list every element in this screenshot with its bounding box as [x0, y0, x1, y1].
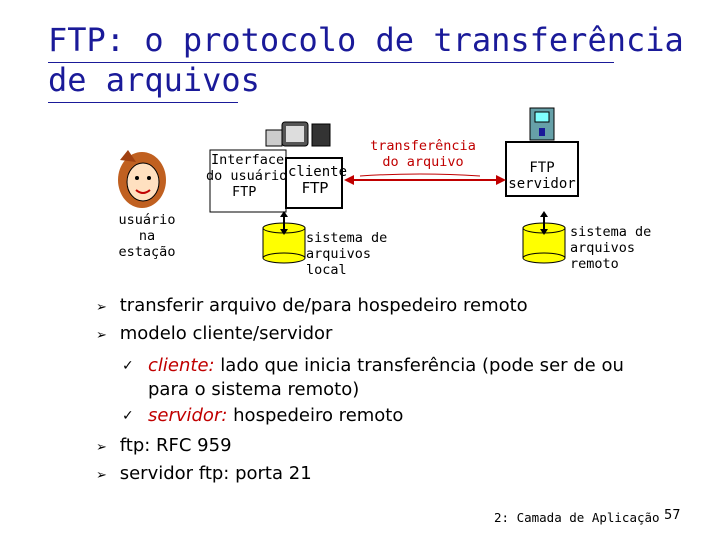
- arrowhead-bullet-icon: ➢: [96, 300, 107, 315]
- footer-page-number: 57: [664, 508, 681, 523]
- arrowhead-bullet-icon: ➢: [96, 468, 107, 483]
- remote-fs-label-line: remoto: [570, 256, 619, 272]
- title-line-1: FTP: o protocolo de transferência: [48, 21, 684, 59]
- transfer-label: transferência do arquivo: [366, 138, 480, 170]
- footer-chapter: 2: Camada de Aplicação: [494, 510, 660, 525]
- bullet-text: modelo cliente/servidor: [119, 323, 333, 344]
- transfer-arrow-icon: [344, 173, 506, 185]
- server-label-line: servidor: [508, 176, 576, 192]
- client-label: cliente FTP: [288, 164, 348, 197]
- remote-disk-icon: [522, 211, 566, 264]
- local-fs-label-line: arquivos: [306, 246, 372, 262]
- bullet-text: transferir arquivo de/para hospedeiro re…: [119, 295, 528, 316]
- check-mark-icon: ✓: [122, 408, 134, 424]
- interface-label-line: FTP: [232, 184, 257, 200]
- remote-fs-label-line: sistema de: [570, 224, 652, 240]
- arrowhead-bullet-icon: ➢: [96, 328, 107, 343]
- remote-fs-label: sistema de arquivos remoto: [570, 224, 670, 272]
- sub-bullet-continuation: para o sistema remoto): [148, 379, 360, 400]
- bullet-item: ➢ modelo cliente/servidor: [96, 322, 332, 348]
- arrowhead-bullet-icon: ➢: [96, 440, 107, 455]
- bullet-item: ➢ transferir arquivo de/para hospedeiro …: [96, 294, 528, 320]
- user-label: usuário na estação: [114, 212, 180, 260]
- sub-bullet-text: hospedeiro remoto: [227, 405, 404, 426]
- interface-label-line: Interface: [211, 152, 285, 168]
- interface-box: [209, 149, 287, 213]
- client-box: [285, 157, 343, 209]
- user-label-line: na: [138, 228, 156, 244]
- client-label-line: FTP: [301, 179, 329, 197]
- server-computer-icon: [529, 107, 555, 141]
- local-fs-label-line: sistema de: [306, 230, 388, 246]
- check-mark-icon: ✓: [122, 358, 134, 374]
- local-fs-label: sistema de arquivos local: [306, 230, 396, 278]
- slide-title: FTP: o protocolo de transferência de arq…: [48, 20, 688, 100]
- sub-bullet-item: ✓ cliente: lado que inicia transferência…: [122, 354, 688, 402]
- bullet-item: ➢ ftp: RFC 959: [96, 434, 232, 460]
- title-underline: [48, 62, 614, 63]
- remote-fs-label-line: arquivos: [570, 240, 636, 256]
- transfer-label-line: do arquivo: [382, 154, 464, 170]
- client-label-line: cliente: [288, 164, 348, 180]
- title-underline-2: [48, 102, 238, 103]
- bullet-item: ➢ servidor ftp: porta 21: [96, 462, 312, 488]
- title-line-2: de arquivos: [48, 61, 260, 99]
- server-label: FTP servidor: [506, 160, 578, 192]
- client-computer-icon: [265, 121, 331, 147]
- bullet-text: ftp: RFC 959: [119, 435, 232, 456]
- server-label-line: FTP: [529, 160, 555, 176]
- sub-bullet-item: ✓ servidor: hospedeiro remoto: [122, 404, 688, 428]
- user-label-line: estação: [118, 244, 176, 260]
- user-face-icon: [118, 150, 166, 208]
- bullet-text: servidor ftp: porta 21: [119, 463, 312, 484]
- interface-label: Interface do usuário FTP: [206, 152, 290, 200]
- local-disk-icon: [262, 211, 306, 264]
- interface-label-line: do usuário: [206, 168, 288, 184]
- ftp-diagram: [118, 107, 579, 264]
- local-fs-label-line: local: [306, 262, 347, 278]
- user-label-line: usuário: [118, 212, 176, 228]
- server-box: [505, 141, 579, 197]
- transfer-label-line: transferência: [370, 138, 476, 154]
- sub-bullet-term: servidor:: [148, 405, 228, 426]
- sub-bullet-term: cliente:: [148, 355, 215, 376]
- sub-bullet-text: lado que inicia transferência (pode ser …: [214, 355, 624, 376]
